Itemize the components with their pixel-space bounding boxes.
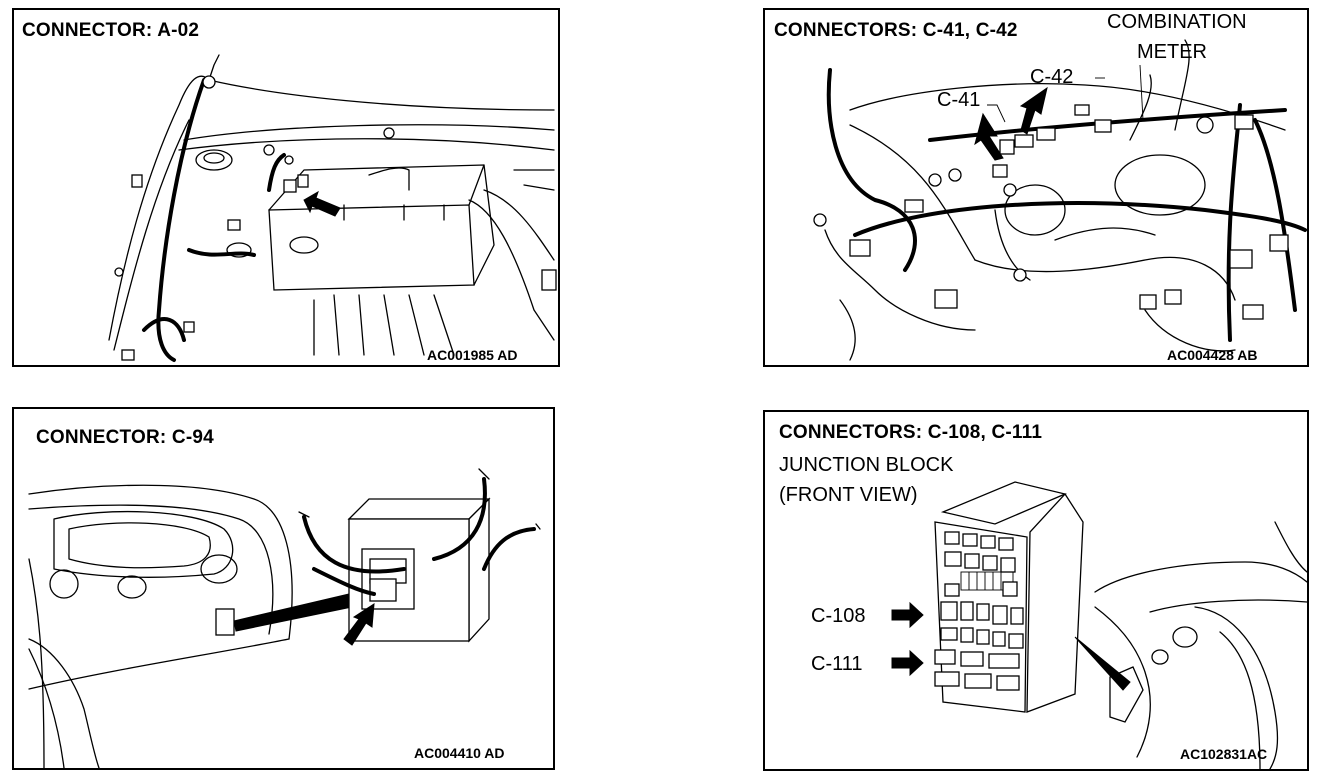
panel-connector-c94: CONNECTOR: C-94 AC004410 AD (12, 407, 555, 770)
illustration-code: AC004410 AD (414, 745, 505, 761)
junction-block-illustration (891, 481, 1307, 769)
callout-c42: C-42 (1030, 66, 1074, 88)
panel-title: CONNECTORS: C-108, C-111 (779, 422, 1043, 443)
callout-c108: C-108 (811, 605, 866, 627)
callout-meter: METER (1137, 41, 1207, 63)
callout-front-view: (FRONT VIEW) (779, 484, 918, 506)
callout-junction-block: JUNCTION BLOCK (779, 454, 954, 476)
dash-underside-illustration (28, 468, 541, 768)
engine-compartment-illustration (108, 54, 557, 362)
panel-connectors-c41-c42: CONNECTORS: C-41, C-42 COMBINATION METER… (763, 8, 1309, 367)
panel-title: CONNECTOR: A-02 (22, 20, 200, 41)
panel-connectors-c108-c111: CONNECTORS: C-108, C-111 JUNCTION BLOCK … (763, 410, 1309, 771)
panel-title: CONNECTOR: C-94 (36, 427, 214, 448)
illustration-code: AC004428 AB (1167, 347, 1258, 363)
callout-c111: C-111 (811, 653, 863, 675)
callout-c41: C-41 (937, 89, 981, 111)
panel-connector-a02: CONNECTOR: A-02 AC001985 AD (12, 8, 560, 367)
illustration-code: AC102831AC (1180, 746, 1268, 762)
illustration-code: AC001985 AD (427, 347, 518, 363)
instrument-panel-illustration (813, 39, 1307, 361)
panel-title: CONNECTORS: C-41, C-42 (774, 20, 1018, 41)
callout-combination: COMBINATION (1107, 11, 1247, 33)
